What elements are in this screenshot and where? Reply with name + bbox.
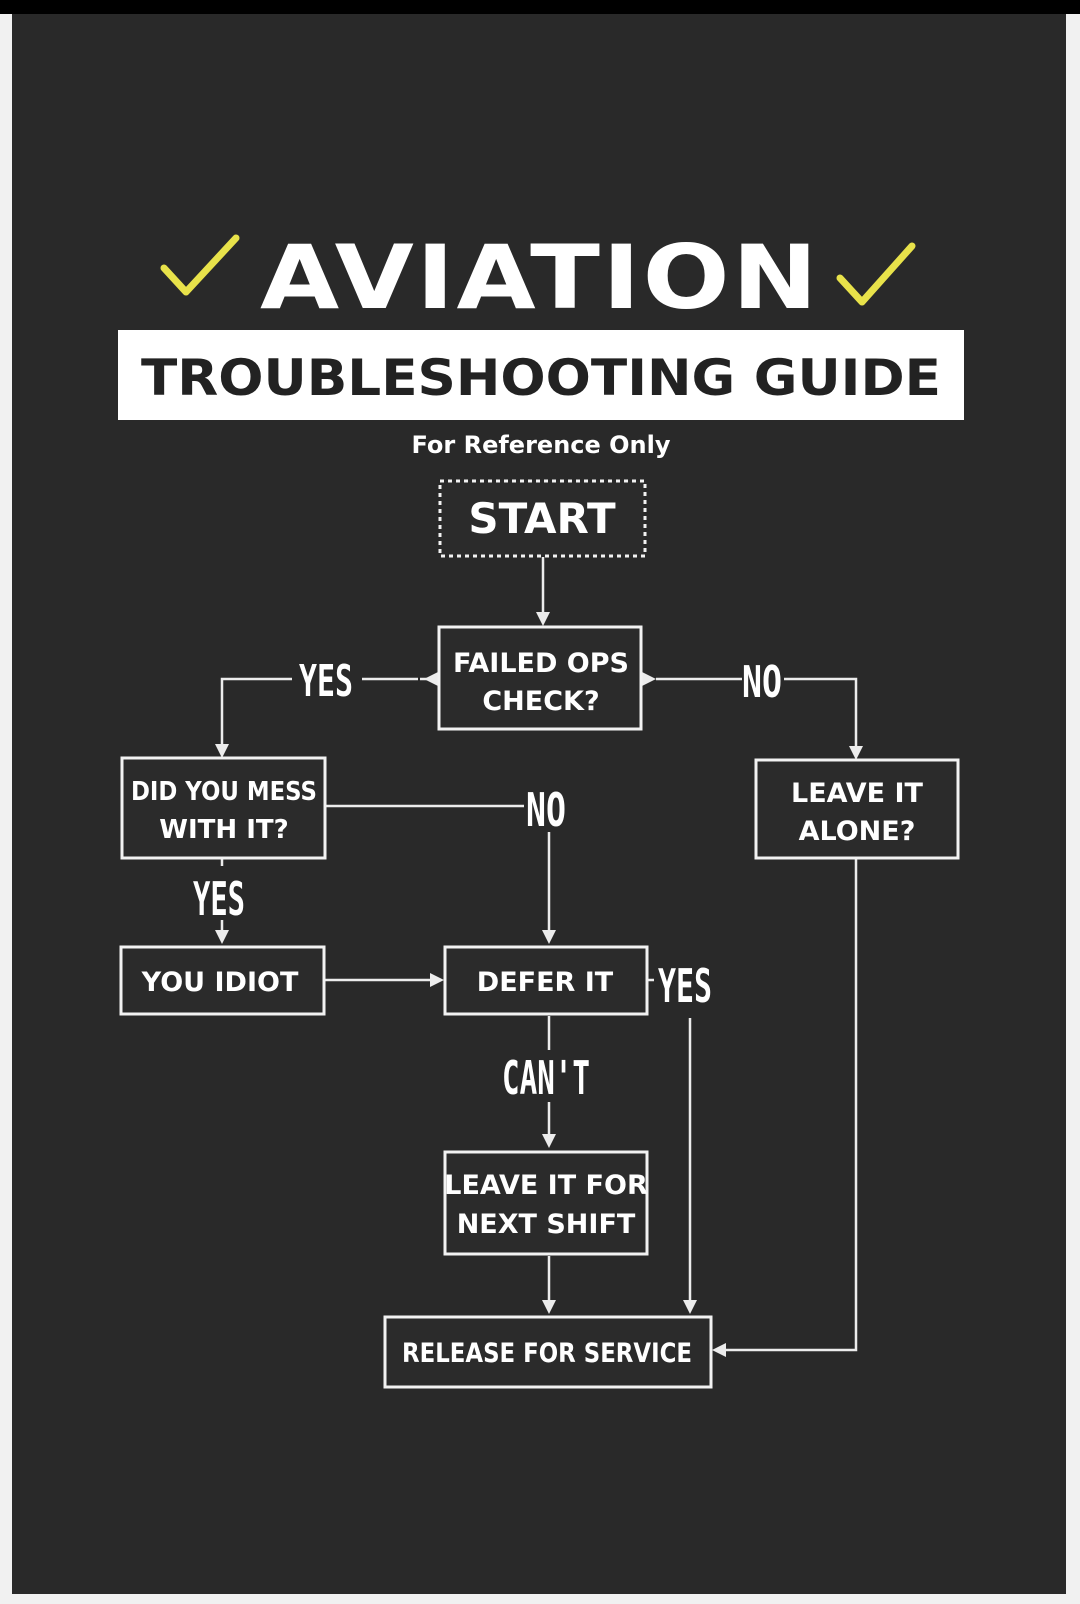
- subtitle: TROUBLESHOOTING GUIDE: [141, 349, 941, 407]
- tagline: For Reference Only: [412, 431, 671, 459]
- ops-yes-label: YES: [299, 656, 353, 707]
- next-shift-line-2: NEXT SHIFT: [457, 1209, 636, 1240]
- edges: [215, 557, 863, 1357]
- idiot-label: YOU IDIOT: [141, 967, 299, 998]
- top-bar: [0, 0, 1080, 14]
- node-did-you-mess: DID YOU MESS WITH IT?: [120, 756, 327, 860]
- failed-ops-line-1: FAILED OPS: [453, 648, 629, 679]
- mess-line-2: WITH IT?: [159, 815, 288, 845]
- leave-alone-box: [754, 758, 960, 860]
- next-shift-box: [443, 1150, 649, 1256]
- node-release: RELEASE FOR SERVICE: [383, 1315, 713, 1389]
- edge-ops-no-b: [784, 677, 858, 748]
- arrow-to-leave-alone: [849, 746, 863, 760]
- arrow-to-next-shift: [542, 1134, 556, 1148]
- node-failed-ops: FAILED OPS CHECK?: [437, 625, 643, 731]
- mess-no-label: NO: [526, 783, 566, 837]
- failed-ops-box: [437, 625, 643, 731]
- arrow-defer-yes: [683, 1300, 697, 1314]
- arrow-to-idiot: [215, 930, 229, 944]
- node-start: START: [438, 479, 647, 558]
- start-box: [438, 479, 647, 558]
- node-you-idiot: YOU IDIOT: [119, 945, 326, 1016]
- ops-no-label: NO: [742, 657, 782, 708]
- release-label: RELEASE FOR SERVICE: [402, 1338, 692, 1369]
- arrow-to-defer: [542, 930, 556, 944]
- arrow-ops-no: [642, 672, 656, 686]
- title-main: AVIATION: [260, 226, 820, 329]
- defer-box: [443, 945, 649, 1016]
- leave-alone-line-1: LEAVE IT: [791, 778, 923, 809]
- subtitle-banner: [118, 330, 964, 420]
- node-leave-alone: LEAVE IT ALONE?: [754, 758, 960, 860]
- arrow-to-mess: [215, 744, 229, 758]
- check-icon-right: [836, 242, 916, 306]
- arrow-alone-release: [712, 1343, 726, 1357]
- defer-label: DEFER IT: [477, 967, 614, 998]
- mess-box: [120, 756, 327, 860]
- mess-line-1: DID YOU MESS: [131, 777, 317, 807]
- arrow-idiot-defer: [430, 973, 444, 987]
- arrow-next-release: [542, 1300, 556, 1314]
- release-box: [383, 1315, 713, 1389]
- defer-cant-label: CAN'T: [502, 1051, 590, 1105]
- arrow-start-ops: [536, 612, 550, 626]
- arrow-ops-yes: [424, 672, 438, 686]
- node-next-shift: LEAVE IT FOR NEXT SHIFT: [443, 1150, 649, 1256]
- leave-alone-line-2: ALONE?: [799, 816, 916, 847]
- node-defer-it: DEFER IT: [443, 945, 649, 1016]
- next-shift-line-1: LEAVE IT FOR: [444, 1170, 648, 1201]
- edge-ops-yes-c: [220, 677, 292, 746]
- idiot-box: [119, 945, 326, 1016]
- mess-yes-label: YES: [193, 872, 245, 926]
- edge-alone-release: [726, 858, 858, 1352]
- start-label: START: [468, 494, 616, 543]
- defer-yes-label: YES: [658, 959, 712, 1013]
- check-icon-left: [160, 234, 240, 296]
- failed-ops-line-2: CHECK?: [482, 686, 599, 717]
